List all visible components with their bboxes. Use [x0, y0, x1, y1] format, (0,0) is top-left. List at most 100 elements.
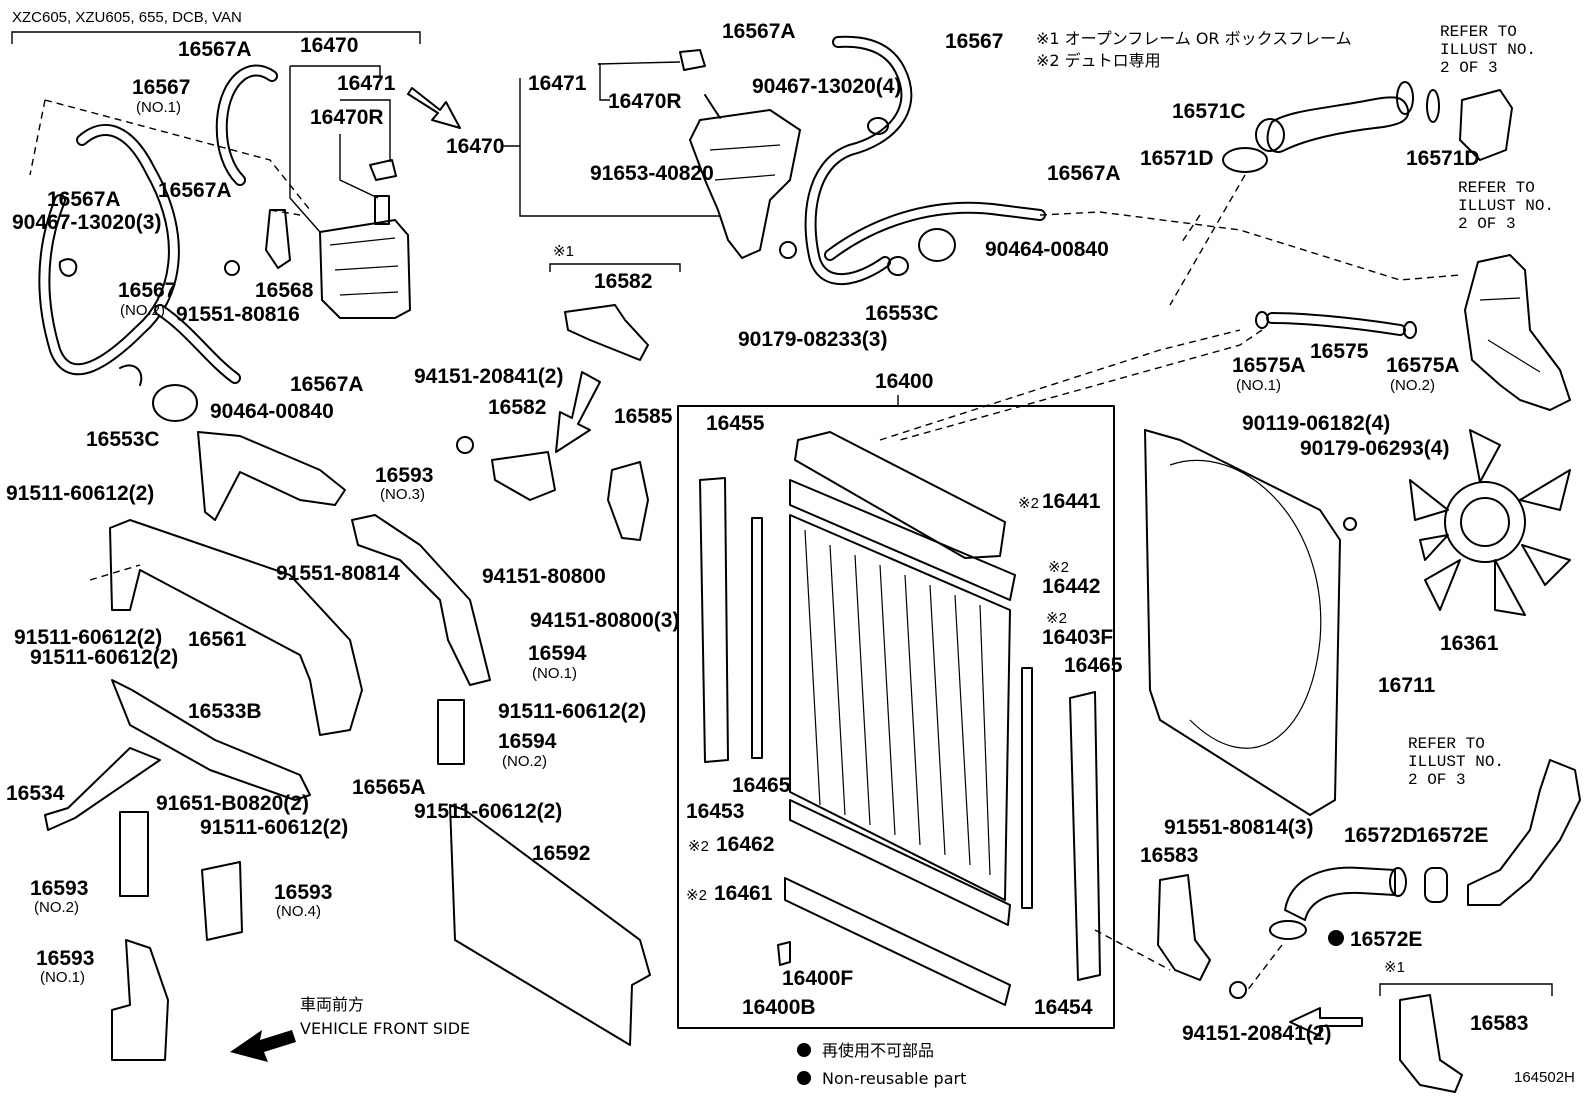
- label-16455: 16455: [706, 412, 765, 435]
- label-90467-3: 90467-13020(3): [12, 211, 161, 234]
- label-90179-06293: 90179-06293(4): [1300, 437, 1449, 460]
- label-16568: 16568: [255, 279, 314, 302]
- label-16454: 16454: [1034, 996, 1093, 1019]
- label-91551-80814: 91551-80814: [276, 562, 400, 585]
- label-no1-c: (NO.1): [40, 969, 85, 986]
- label-16403F: 16403F: [1042, 626, 1113, 649]
- marker-m1-b: ※1: [1384, 959, 1405, 976]
- refer-1-line3: 2 OF 3: [1440, 59, 1498, 77]
- label-16567A-d: 16567A: [290, 373, 364, 396]
- label-16575A-no1: 16575A: [1232, 354, 1306, 377]
- refer-2-line3: 2 OF 3: [1458, 215, 1516, 233]
- label-16461: 16461: [714, 882, 773, 905]
- refer-2-line2: ILLUST NO.: [1458, 197, 1554, 215]
- non-reusable-dot-icon-2: [797, 1071, 811, 1085]
- vehicle-front-en: VEHICLE FRONT SIDE: [300, 1019, 470, 1038]
- label-91511-a: 91511-60612(2): [6, 482, 154, 505]
- radiator-box: [677, 405, 1115, 1029]
- label-16441: 16441: [1042, 490, 1101, 513]
- label-16592: 16592: [532, 842, 590, 865]
- label-16582-a: 16582: [594, 270, 652, 293]
- label-16534: 16534: [6, 782, 65, 805]
- label-16585: 16585: [614, 405, 673, 428]
- label-91551-80816: 91551-80816: [176, 303, 300, 326]
- label-16400F: 16400F: [782, 967, 853, 990]
- label-16400B: 16400B: [742, 996, 816, 1019]
- label-16593-no4: 16593: [274, 881, 332, 904]
- bracket-16585: [607, 461, 649, 541]
- label-90179-08233: 90179-08233(3): [738, 328, 887, 351]
- label-91511-d: 91511-60612(2): [498, 700, 646, 723]
- label-no2: (NO.2): [120, 302, 165, 319]
- upper-hose-group: [1169, 81, 1513, 306]
- label-16572E-a: 16572E: [1416, 824, 1488, 847]
- label-16470R-b: 16470R: [608, 90, 682, 113]
- label-16572E-b: 16572E: [1350, 928, 1422, 951]
- label-no4: (NO.4): [276, 903, 321, 920]
- label-94151-80800: 94151-80800: [482, 565, 606, 588]
- label-91511-b: 91511-60612(2): [14, 626, 162, 649]
- bracket-16582: [491, 451, 556, 501]
- label-94151-20841-2: 94151-20841(2): [414, 365, 563, 388]
- label-16462: 16462: [716, 833, 774, 856]
- refer-2-line1: REFER TO: [1458, 179, 1535, 197]
- label-16471-b: 16471: [528, 72, 587, 95]
- label-90467-4: 90467-13020(4): [752, 75, 901, 98]
- direction-arrow-icon: [407, 87, 461, 129]
- label-94151-80800-3: 94151-80800(3): [530, 609, 679, 632]
- panel-16592: [449, 804, 651, 1046]
- refer-3-line3: 2 OF 3: [1408, 771, 1466, 789]
- illustration-code: 164502H: [1514, 1069, 1575, 1086]
- label-no2-c: (NO.2): [34, 899, 79, 916]
- label-16565A: 16565A: [352, 776, 426, 799]
- marker-m2-d: ※2: [688, 838, 709, 855]
- label-91551-80814-3: 91551-80814(3): [1164, 816, 1313, 839]
- label-16533B: 16533B: [188, 700, 262, 723]
- fan-16361: [1409, 429, 1571, 616]
- support-frame-group: [44, 431, 491, 1061]
- refer-1-line1: REFER TO: [1440, 23, 1517, 41]
- label-91511-c: 91511-60612(2): [30, 646, 178, 669]
- label-91651-B0820: 91651-B0820(2): [156, 792, 309, 815]
- non-reusable-marker-icon: [1328, 930, 1344, 946]
- label-16572D: 16572D: [1344, 824, 1418, 847]
- label-16571D-a: 16571D: [1140, 147, 1214, 170]
- non-reusable-en: Non-reusable part: [822, 1069, 966, 1088]
- label-no1-d: (NO.1): [1236, 377, 1281, 394]
- label-16567A-c: 16567A: [158, 179, 232, 202]
- label-16442: 16442: [1042, 575, 1100, 598]
- label-no1: (NO.1): [136, 99, 181, 116]
- label-16567-no1: 16567: [132, 76, 190, 99]
- front-arrow-icon: [230, 1030, 296, 1062]
- label-16567-no2: 16567: [118, 279, 176, 302]
- label-16361: 16361: [1440, 632, 1499, 655]
- label-91653-40820: 91653-40820: [590, 162, 714, 185]
- marker-m2-a: ※2: [1018, 495, 1039, 512]
- label-91511-e: 91511-60612(2): [200, 816, 348, 839]
- left-reservoir-group: [29, 64, 411, 422]
- label-16553C-a: 16553C: [86, 428, 160, 451]
- bracket-16583-b: [1399, 994, 1463, 1093]
- marker-m2-e: ※2: [686, 887, 707, 904]
- label-90119: 90119-06182(4): [1242, 412, 1390, 435]
- label-no2-d: (NO.2): [1390, 377, 1435, 394]
- refer-3-line1: REFER TO: [1408, 735, 1485, 753]
- non-reusable-jp: 再使用不可部品: [822, 1041, 934, 1060]
- bracket-16583: [1157, 874, 1211, 981]
- label-16400: 16400: [875, 370, 933, 393]
- label-16583-a: 16583: [1140, 844, 1198, 867]
- radiator-core-group: [699, 329, 1241, 1006]
- vehicle-front-jp: 車両前方: [300, 995, 364, 1014]
- label-16470: 16470: [300, 34, 358, 57]
- label-91511-f: 91511-60612(2): [414, 800, 562, 823]
- label-16575: 16575: [1310, 340, 1369, 363]
- label-16582-b: 16582: [488, 396, 546, 419]
- refer-3-line2: ILLUST NO.: [1408, 753, 1504, 771]
- marker-m2-b: ※2: [1048, 559, 1069, 576]
- label-90464-b: 90464-00840: [985, 238, 1109, 261]
- label-16465-a: 16465: [1064, 654, 1123, 677]
- label-16594-no1: 16594: [528, 642, 587, 665]
- label-16567A: 16567A: [178, 38, 252, 61]
- label-16567-top: 16567: [945, 30, 1003, 53]
